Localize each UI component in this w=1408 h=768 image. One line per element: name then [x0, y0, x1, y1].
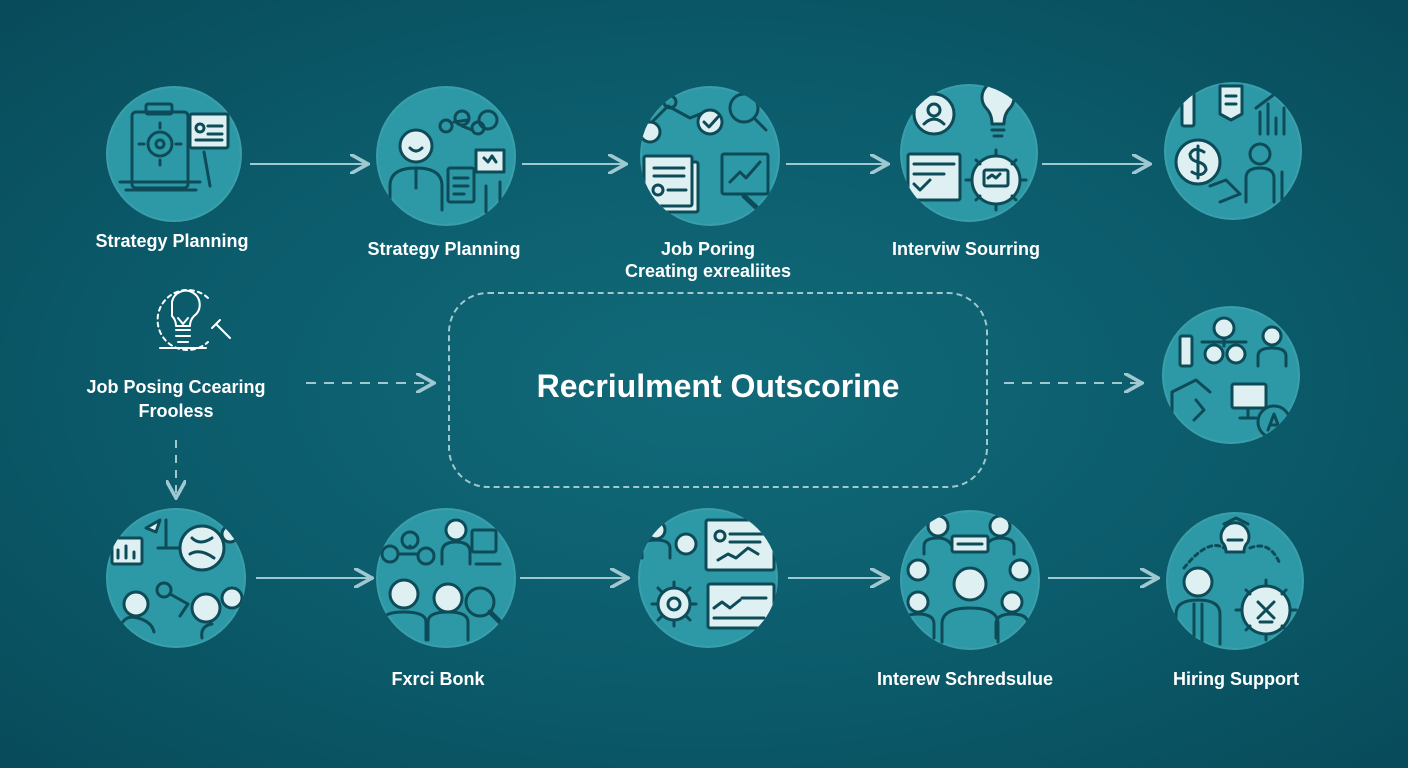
- label-bottom-2: Fxrci Bonk: [391, 669, 485, 689]
- label-top-3-line2: Creating exrealiites: [624, 261, 792, 281]
- collaboration-icon: [640, 518, 776, 630]
- hiring-support-icon: [1174, 516, 1298, 646]
- label-mid-left-line1: Job Posing Ccearing: [86, 377, 266, 397]
- node-job-posting: [640, 86, 780, 226]
- node-bottom-1: [106, 508, 246, 648]
- analytics-team-icon: [110, 518, 244, 640]
- label-top-4: Interviw Sourring: [891, 239, 1041, 259]
- candidate-bank-icon: [380, 518, 505, 642]
- job-posting-icon: [640, 92, 775, 225]
- node-strategy-planning-2: [376, 86, 516, 226]
- node-interview-sourcing: [900, 84, 1038, 222]
- finance-growth-icon: [1174, 84, 1288, 204]
- interview-sourcing-icon: [906, 84, 1028, 212]
- lightbulb-icon: [138, 278, 238, 362]
- label-top-1: Strategy Planning: [95, 231, 249, 251]
- label-bottom-5: Hiring Support: [1173, 669, 1299, 689]
- interview-schedule-icon: [900, 514, 1032, 644]
- label-top-2: Strategy Planning: [367, 239, 521, 259]
- workflow-network-icon: [1170, 316, 1292, 440]
- node-interview-schedule: [900, 510, 1040, 650]
- clipboard-gear-icon: [118, 102, 230, 192]
- node-bottom-3: [638, 508, 778, 648]
- node-candidate-bank: [376, 508, 516, 648]
- node-strategy-planning-1: [106, 86, 242, 222]
- node-right-middle: [1162, 306, 1300, 444]
- center-box: [448, 292, 988, 488]
- label-top-3-line1: Job Poring: [661, 239, 755, 259]
- label-mid-left-line2: Frooless: [138, 401, 214, 421]
- center-title: Recriulment Outscorine: [536, 368, 900, 404]
- team-meeting-icon: [388, 109, 506, 214]
- label-bottom-4: Interew Schredsulue: [876, 669, 1054, 689]
- node-hiring-support: [1166, 512, 1304, 650]
- node-top-5: [1164, 82, 1302, 220]
